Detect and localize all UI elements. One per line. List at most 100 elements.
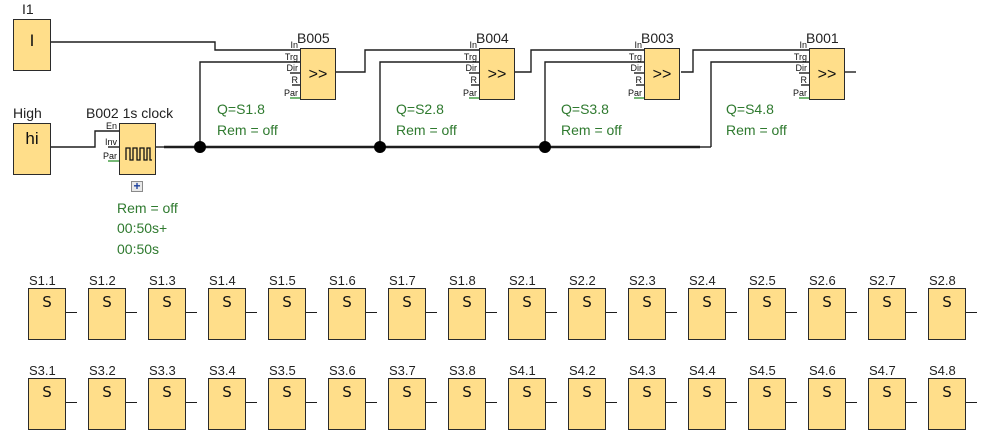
clock-remanence: Rem = off [117, 200, 178, 216]
shift-register-block-b004[interactable]: >> [479, 48, 515, 100]
flag-block[interactable]: S [748, 378, 786, 430]
flag-block[interactable]: S [628, 378, 666, 430]
wire-trg-b001[interactable] [710, 61, 809, 147]
wire-b004-to-b003-in[interactable] [515, 49, 644, 73]
flag-output-stub [246, 312, 257, 313]
flag-block[interactable]: S [808, 288, 846, 340]
flag-output-stub [546, 402, 557, 403]
input-symbol: I [29, 31, 35, 50]
shift-register-output: Q=S2.8 [396, 101, 444, 117]
flag-output-stub [846, 402, 857, 403]
flag-block[interactable]: S [268, 288, 306, 340]
expand-parameters-button[interactable]: + [131, 180, 143, 192]
shift-register-title: B001 [806, 30, 839, 46]
flag-block[interactable]: S [508, 378, 546, 430]
flag-output-stub [666, 312, 677, 313]
flag-label: S2.8 [929, 273, 956, 288]
flag-label: S3.2 [89, 363, 116, 378]
flag-block[interactable]: S [448, 288, 486, 340]
flag-label: S1.5 [269, 273, 296, 288]
flag-block[interactable]: S [808, 378, 846, 430]
junction-dot [194, 141, 206, 153]
constant-block-high[interactable]: hi [13, 123, 51, 175]
shift-register-block-b003[interactable]: >> [644, 48, 680, 100]
flag-symbol: S [522, 293, 532, 311]
clock-block-b002[interactable] [119, 123, 156, 175]
flag-output-stub [966, 402, 977, 403]
flag-block[interactable]: S [148, 378, 186, 430]
flag-label: S2.6 [809, 273, 836, 288]
flag-label: S4.4 [689, 363, 716, 378]
flag-block[interactable]: S [388, 378, 426, 430]
flag-symbol: S [822, 383, 832, 401]
shift-register-pin-label: Dir [795, 63, 808, 73]
flag-block[interactable]: S [388, 288, 426, 340]
shift-register-output: Q=S1.8 [217, 101, 265, 117]
flag-label: S2.4 [689, 273, 716, 288]
wire-trg-b004[interactable] [379, 61, 479, 147]
wire-trg-b003[interactable] [544, 61, 644, 147]
flag-symbol: S [462, 293, 472, 311]
flag-block[interactable]: S [28, 378, 66, 430]
flag-block[interactable]: S [928, 288, 966, 340]
flag-block[interactable]: S [868, 288, 906, 340]
flag-symbol: S [402, 293, 412, 311]
flag-output-stub [666, 402, 677, 403]
flag-block[interactable]: S [928, 378, 966, 430]
flag-block[interactable]: S [208, 378, 246, 430]
flag-block[interactable]: S [628, 288, 666, 340]
flag-output-stub [786, 312, 797, 313]
shift-register-pin-label: R [470, 75, 478, 85]
flag-block[interactable]: S [88, 378, 126, 430]
flag-block[interactable]: S [568, 378, 606, 430]
flag-block[interactable]: S [568, 288, 606, 340]
flag-block[interactable]: S [268, 378, 306, 430]
shift-register-remanence: Rem = off [726, 122, 787, 138]
shift-register-block-b005[interactable]: >> [300, 48, 336, 100]
flag-block[interactable]: S [148, 288, 186, 340]
flag-block[interactable]: S [328, 288, 366, 340]
flag-output-stub [366, 312, 377, 313]
flag-block[interactable]: S [328, 378, 366, 430]
flag-label: S4.8 [929, 363, 956, 378]
flag-output-stub [66, 312, 77, 313]
wire-b005-to-b004-in[interactable] [336, 49, 479, 73]
flag-block[interactable]: S [868, 378, 906, 430]
flag-block[interactable]: S [208, 288, 246, 340]
wire-i1-to-b005-in[interactable] [51, 41, 300, 51]
shift-register-pin-label: Trg [793, 52, 807, 62]
flag-output-stub [426, 402, 437, 403]
flag-label: S3.8 [449, 363, 476, 378]
shift-register-pin-label: Trg [463, 52, 477, 62]
shift-register-pin-label: Par [283, 88, 298, 98]
flag-output-stub [786, 402, 797, 403]
flag-label: S2.7 [869, 273, 896, 288]
flag-symbol: S [642, 383, 652, 401]
shift-register-pin-label: R [800, 75, 808, 85]
flag-output-stub [546, 312, 557, 313]
flag-block[interactable]: S [748, 288, 786, 340]
flag-block[interactable]: S [688, 288, 726, 340]
input-block-i1[interactable]: I [13, 19, 51, 71]
flag-symbol: S [402, 383, 412, 401]
wire-high-to-b002-en[interactable] [51, 130, 119, 148]
flag-label: S3.4 [209, 363, 236, 378]
flag-block[interactable]: S [508, 288, 546, 340]
wire-b003-to-b001-in[interactable] [681, 49, 809, 73]
flag-block[interactable]: S [448, 378, 486, 430]
wire-trg-b005[interactable] [199, 61, 300, 147]
junction-dot [539, 141, 551, 153]
flag-symbol: S [342, 293, 352, 311]
flag-label: S1.4 [209, 273, 236, 288]
flag-label: S1.2 [89, 273, 116, 288]
shift-register-block-b001[interactable]: >> [809, 48, 845, 100]
flag-block[interactable]: S [688, 378, 726, 430]
shift-register-output: Q=S4.8 [726, 101, 774, 117]
flag-block[interactable]: S [88, 288, 126, 340]
flag-block[interactable]: S [28, 288, 66, 340]
flag-output-stub [906, 402, 917, 403]
flag-output-stub [726, 312, 737, 313]
shift-register-pin-label: Par [792, 88, 807, 98]
flag-symbol: S [282, 383, 292, 401]
clock-pin-en: En [105, 121, 117, 131]
